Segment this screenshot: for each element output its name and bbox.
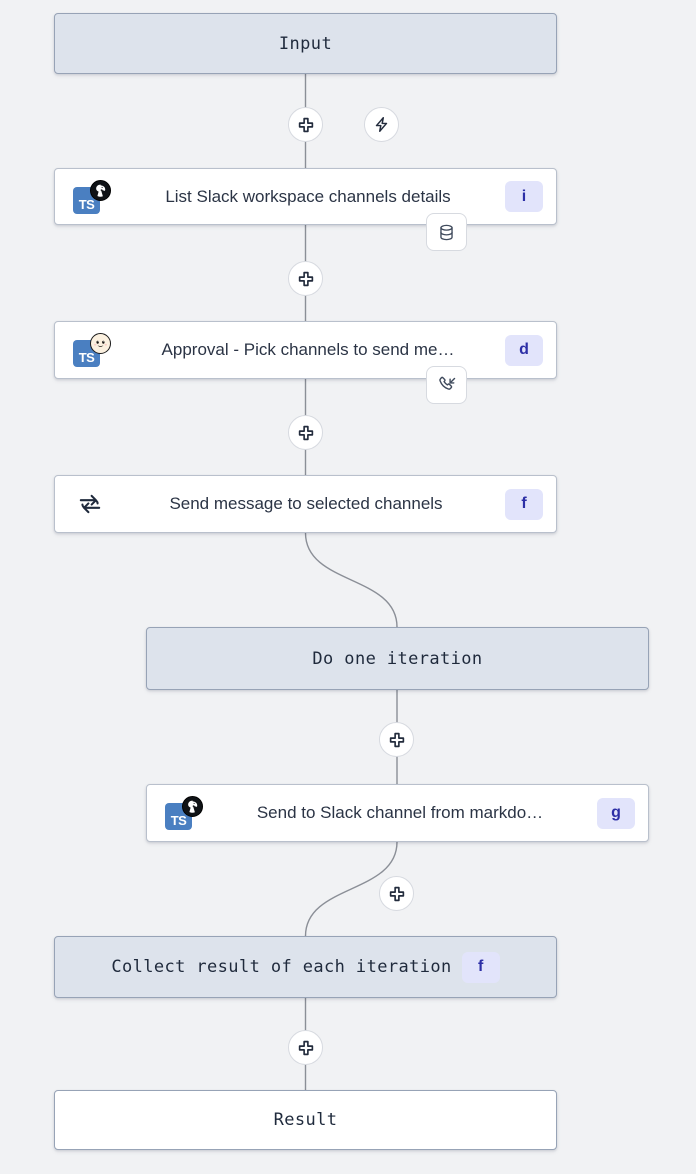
forloop-icon <box>73 490 107 518</box>
deno-logo-icon <box>182 796 203 817</box>
plus-icon <box>298 271 313 286</box>
plus-icon <box>389 886 404 901</box>
step-node-label: Send to Slack channel from markdo… <box>256 803 544 822</box>
input-node[interactable]: Input <box>54 13 557 74</box>
step-node-send-to-slack-channel[interactable]: TS Send to Slack channel from markdo… g <box>146 784 649 842</box>
result-node[interactable]: Result <box>54 1090 557 1150</box>
step-node-label: Approval - Pick channels to send me… <box>161 340 455 359</box>
lightning-icon <box>375 117 388 132</box>
step-node-label: Send message to selected channels <box>169 494 443 513</box>
loop-footer-node[interactable]: Collect result of each iteration f <box>54 936 557 998</box>
deno-logo-icon <box>90 179 111 201</box>
repeat-arrows-glyph <box>79 494 101 514</box>
step-id-badge[interactable]: i <box>505 181 543 212</box>
add-step-button-after-step4[interactable] <box>379 876 414 911</box>
incoming-call-icon-chip[interactable] <box>426 366 467 404</box>
step-id-badge[interactable]: g <box>597 797 635 829</box>
loop-footer-id-badge[interactable]: f <box>461 951 500 983</box>
result-node-label: Result <box>273 1110 338 1130</box>
edge-step3-to-loop-header <box>304 532 398 628</box>
step-node-list-slack-channels[interactable]: TS List Slack workspace channels details… <box>54 168 557 225</box>
loop-footer-label: Collect result of each iteration <box>111 957 452 977</box>
loop-header-label: Do one iteration <box>312 648 483 669</box>
database-icon <box>440 224 453 240</box>
input-node-label: Input <box>278 33 333 54</box>
typescript-deno-icon: TS <box>71 179 111 214</box>
add-step-button-after-step2[interactable] <box>288 415 323 450</box>
step-node-approval-pick-channels[interactable]: TS Approval - Pick channels to send me… … <box>54 321 557 379</box>
add-step-button-before-result[interactable] <box>288 1030 323 1065</box>
plus-icon <box>298 1040 313 1055</box>
deno-dino-glyph <box>91 181 110 199</box>
database-icon-chip[interactable] <box>426 213 467 251</box>
plus-icon <box>298 117 313 132</box>
step-node-send-message-loop[interactable]: Send message to selected channels f <box>54 475 557 533</box>
bun-face-glyph <box>91 334 110 353</box>
deno-dino-glyph <box>183 797 202 816</box>
typescript-bun-icon: TS <box>71 333 111 367</box>
step-id-badge[interactable]: f <box>505 488 543 520</box>
add-trigger-button[interactable] <box>364 107 399 142</box>
add-step-button-after-step1[interactable] <box>288 261 323 296</box>
bun-logo-icon <box>90 333 111 354</box>
loop-header-node[interactable]: Do one iteration <box>146 627 649 690</box>
incoming-call-icon <box>438 376 455 390</box>
plus-icon <box>389 732 404 747</box>
step-id-badge[interactable]: d <box>505 334 543 366</box>
add-step-button-in-loop[interactable] <box>379 722 414 757</box>
step-node-label: List Slack workspace channels details <box>165 186 451 206</box>
add-step-button-after-input[interactable] <box>288 107 323 142</box>
plus-icon <box>298 425 313 440</box>
typescript-deno-icon: TS <box>163 796 203 830</box>
